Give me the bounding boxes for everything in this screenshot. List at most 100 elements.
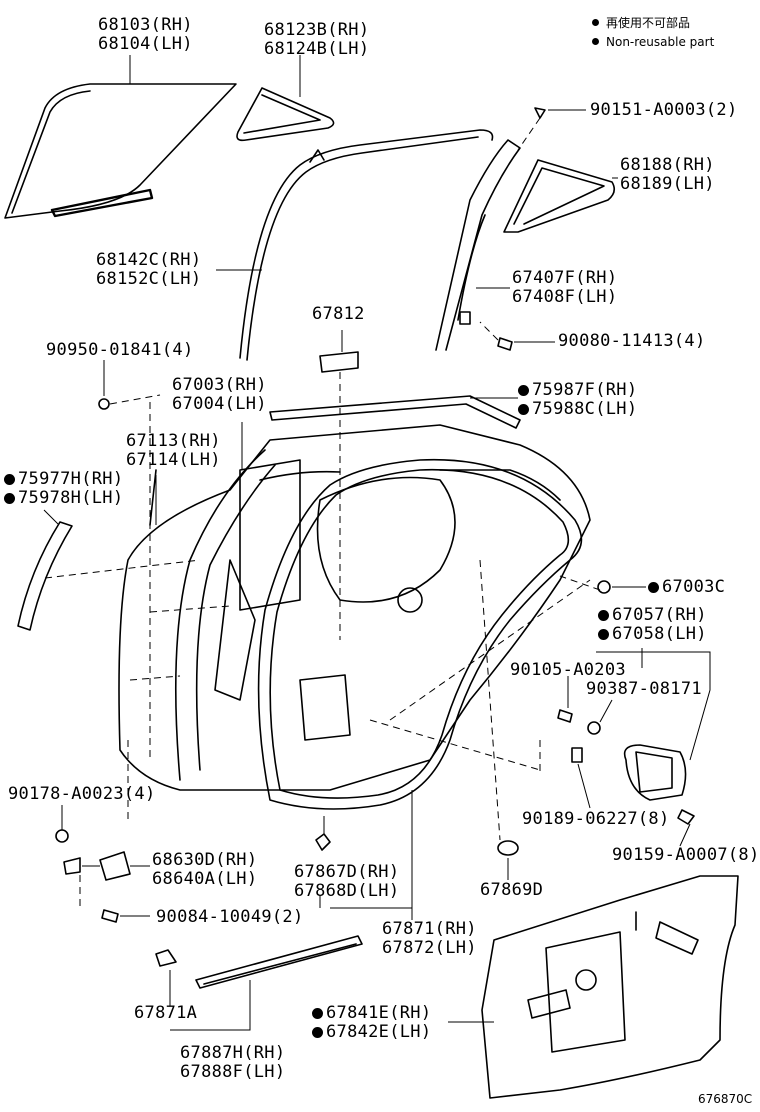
label-line: 90950-01841(4): [46, 340, 194, 360]
label-90189[interactable]: 90189-06227(8): [522, 810, 670, 829]
label-68142C[interactable]: 68142C(RH)68152C(LH): [96, 251, 201, 289]
label-line: 67113(RH): [126, 431, 221, 451]
belt-moulding: [269, 395, 521, 429]
label-line: 67812: [312, 304, 365, 324]
label-line: 90084-10049(2): [156, 907, 304, 927]
sill-clip: [155, 949, 177, 967]
door-bolt: [597, 580, 646, 594]
label-line: 90387-08171: [586, 679, 702, 699]
label-line: 68189(LH): [620, 174, 715, 194]
non-reusable-dot-icon: [518, 404, 529, 415]
label-line: 67004(LH): [172, 394, 267, 414]
label-line: 75988C(LH): [532, 399, 638, 419]
label-90084[interactable]: 90084-10049(2): [156, 908, 304, 927]
sill-weatherstrip: [195, 935, 363, 989]
label-line: 68103(RH): [98, 15, 193, 35]
door-panel: [118, 422, 591, 791]
label-68630D[interactable]: 68630D(RH)68640A(LH): [152, 851, 257, 889]
label-90105[interactable]: 90105-A0203: [510, 661, 626, 680]
door-frame-moulding: [149, 469, 157, 526]
label-67871[interactable]: 67871(RH)67872(LH): [382, 920, 477, 958]
non-reusable-dot-icon: [598, 610, 609, 621]
label-68103[interactable]: 68103(RH)68104(LH): [98, 16, 193, 54]
label-line: 67003(RH): [172, 375, 267, 395]
non-reusable-dot-icon: [648, 582, 659, 593]
label-90387[interactable]: 90387-08171: [586, 680, 702, 699]
label-line: 67407F(RH): [512, 268, 618, 288]
label-line: 68630D(RH): [152, 850, 258, 870]
non-reusable-dot-icon: [598, 629, 609, 640]
small-screws: [557, 676, 695, 847]
label-90151[interactable]: 90151-A0003(2): [590, 101, 738, 120]
label-90080[interactable]: 90080-11413(4): [558, 332, 706, 351]
door-hinge: [55, 805, 150, 881]
label-67812[interactable]: 67812: [312, 305, 365, 324]
label-line: 75978H(LH): [18, 488, 124, 508]
label-line: 67868D(LH): [294, 881, 400, 901]
label-67003C[interactable]: 67003C: [648, 578, 725, 597]
label-line: 67057(RH): [612, 605, 707, 625]
hole-plug: [497, 840, 519, 856]
label-67887H[interactable]: 67887H(RH)67888F(LH): [180, 1044, 285, 1082]
label-67867D[interactable]: 67867D(RH)67868D(LH): [294, 863, 399, 901]
label-line: 67114(LH): [126, 450, 221, 470]
label-line: 90080-11413(4): [558, 331, 706, 351]
door-weatherstrip: [257, 458, 583, 920]
label-line: 67871A: [134, 1003, 198, 1023]
label-67407F[interactable]: 67407F(RH)67408F(LH): [512, 269, 617, 307]
guide-lines: [44, 402, 601, 910]
label-line: 67888F(LH): [180, 1062, 286, 1082]
door-glass: [4, 55, 237, 219]
quarter-window-glass: [236, 55, 335, 142]
bolt: [479, 321, 555, 351]
label-75987F[interactable]: 75987F(RH)75988C(LH): [518, 381, 637, 419]
label-75977H[interactable]: 75977H(RH)75978H(LH): [4, 470, 123, 508]
diagram-code-text: 676870C: [698, 1092, 753, 1106]
pad: [319, 330, 359, 640]
label-line: 90178-A0023(4): [8, 784, 156, 804]
hinge-bolt: [101, 909, 150, 923]
label-line: 67058(LH): [612, 624, 707, 644]
label-line: 67887H(RH): [180, 1043, 286, 1063]
legend-text-jp: 再使用不可部品: [606, 16, 691, 30]
label-67871A[interactable]: 67871A: [134, 1004, 197, 1023]
diagram-code: 676870C: [698, 1092, 752, 1107]
screw: [517, 107, 586, 151]
label-67003[interactable]: 67003(RH)67004(LH): [172, 376, 267, 414]
label-68123B[interactable]: 68123B(RH)68124B(LH): [264, 21, 369, 59]
non-reusable-dot-icon: [312, 1008, 323, 1019]
label-line: 90189-06227(8): [522, 809, 670, 829]
label-line: 67872(LH): [382, 938, 477, 958]
label-line: 90159-A0007(8): [612, 845, 760, 865]
lock-actuator: [596, 648, 711, 801]
non-reusable-dot-icon: [518, 385, 529, 396]
legend-item-en: Non-reusable part: [592, 35, 714, 50]
label-90159[interactable]: 90159-A0007(8): [612, 846, 760, 865]
label-line: 68104(LH): [98, 34, 193, 54]
bullet-icon: [592, 38, 599, 45]
label-line: 67869D: [480, 880, 544, 900]
label-68188[interactable]: 68188(RH)68189(LH): [620, 156, 715, 194]
label-line: 68188(RH): [620, 155, 715, 175]
label-67841E[interactable]: 67841E(RH)67842E(LH): [312, 1004, 431, 1042]
glass-run-channel: [216, 129, 494, 361]
rear-quarter-glass: [503, 159, 618, 233]
non-reusable-dot-icon: [4, 474, 15, 485]
legend-text-en: Non-reusable part: [606, 35, 715, 49]
division-bar: [435, 139, 521, 351]
label-line: 67842E(LH): [326, 1022, 432, 1042]
service-hole-cover: [481, 875, 739, 1099]
label-line: 68123B(RH): [264, 20, 370, 40]
label-90178[interactable]: 90178-A0023(4): [8, 785, 156, 804]
label-67869D[interactable]: 67869D: [480, 881, 543, 900]
label-line: 67867D(RH): [294, 862, 400, 882]
non-reusable-dot-icon: [312, 1027, 323, 1038]
legend-item-jp: 再使用不可部品: [592, 16, 690, 31]
label-line: 68142C(RH): [96, 250, 202, 270]
label-brackets: [169, 858, 509, 1031]
label-90950[interactable]: 90950-01841(4): [46, 341, 194, 360]
label-67057[interactable]: 67057(RH)67058(LH): [598, 606, 707, 644]
label-67113[interactable]: 67113(RH)67114(LH): [126, 432, 221, 470]
label-line: 75977H(RH): [18, 469, 124, 489]
